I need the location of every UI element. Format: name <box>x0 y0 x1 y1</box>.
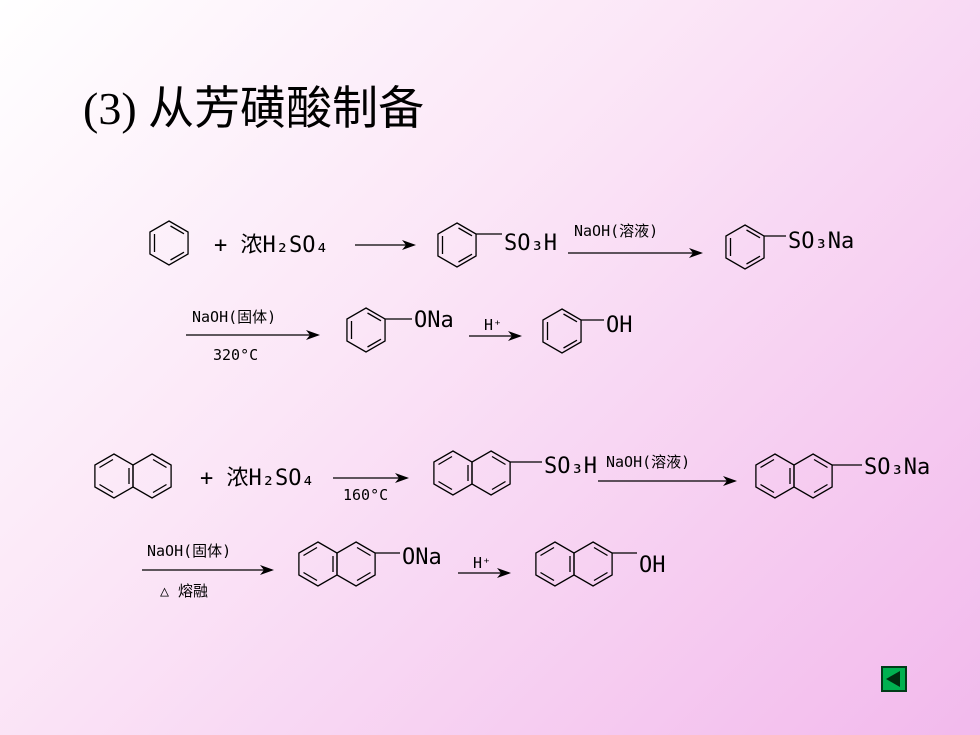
ona-group-label: ONa <box>402 545 442 570</box>
oh-group-label: OH <box>606 313 633 338</box>
acid-condition: H⁺ <box>473 554 491 572</box>
so3h-group-label: SO₃H <box>544 454 597 479</box>
sodium-naphthalenesulfonate-rings <box>755 453 862 499</box>
reaction-arrow <box>568 248 703 258</box>
oh-group-label: OH <box>639 553 666 578</box>
so3h-group-label: SO₃H <box>504 231 557 256</box>
fusion-condition: △ 熔融 <box>160 582 208 600</box>
acid-condition: H⁺ <box>484 316 502 334</box>
temperature-condition: 320°C <box>213 346 258 364</box>
back-button[interactable] <box>881 666 907 692</box>
naphthalene-molecule <box>94 453 172 499</box>
naoh-solution-condition: NaOH(溶液) <box>574 222 658 240</box>
slide-title: (3) 从芳磺酸制备 <box>83 83 425 134</box>
sodium-phenoxide-ring <box>346 307 412 353</box>
reaction-arrow <box>186 330 320 340</box>
back-triangle-icon <box>886 671 900 687</box>
sodium-benzenesulfonate-ring <box>725 224 786 270</box>
reaction-arrow <box>333 473 409 483</box>
temperature-condition: 160°C <box>343 486 388 504</box>
naoh-solution-condition: NaOH(溶液) <box>606 453 690 471</box>
naphthol-rings <box>535 541 637 587</box>
phenol-ring <box>542 308 604 354</box>
ona-group-label: ONa <box>414 308 454 333</box>
sodium-naphthoxide-rings <box>298 541 400 587</box>
so3na-group-label: SO₃Na <box>788 229 854 254</box>
reaction-arrow <box>469 331 522 341</box>
reaction-arrow <box>355 240 416 250</box>
naoh-solid-condition: NaOH(固体) <box>192 308 276 326</box>
benzenesulfonic-acid-ring <box>437 222 502 268</box>
benzene-molecule <box>149 220 189 266</box>
so3na-group-label: SO₃Na <box>864 455 930 480</box>
naphthalene-reagent-label: + 浓H₂SO₄ <box>200 466 315 491</box>
reaction-arrow <box>142 565 274 575</box>
benzene-reagent-label: + 浓H₂SO₄ <box>214 233 329 258</box>
reaction-arrow <box>458 568 511 578</box>
reaction-arrow <box>598 476 737 486</box>
naphthalenesulfonic-acid-rings <box>433 450 542 496</box>
naoh-solid-condition: NaOH(固体) <box>147 542 231 560</box>
